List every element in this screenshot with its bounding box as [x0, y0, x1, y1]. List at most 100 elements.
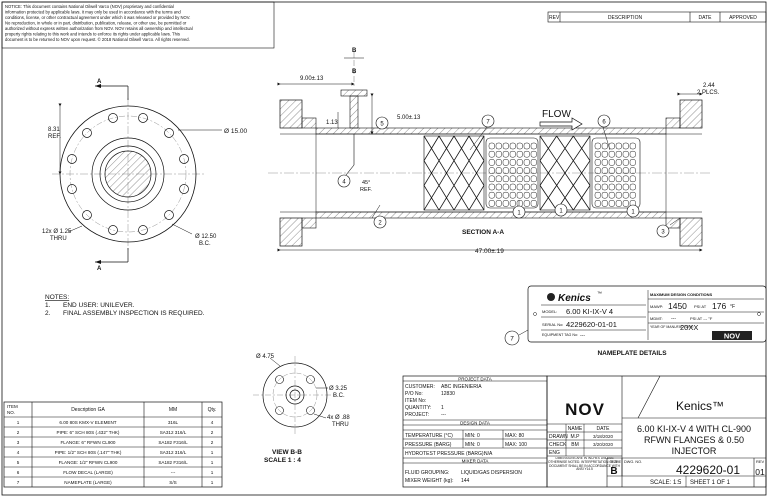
bolt-hole	[82, 128, 92, 138]
left-flange-bottom	[279, 217, 303, 247]
element-coil	[629, 167, 636, 174]
bc-note: B.C.	[199, 241, 211, 247]
note-text: END USER: UNILEVER.	[63, 302, 135, 309]
bom-cell-qty: 1	[211, 460, 214, 465]
element-coil	[509, 175, 516, 183]
bom-header-qty: Qty.	[208, 407, 217, 413]
notice-line: authorized without express written autho…	[5, 26, 193, 31]
pipe-wall-top	[315, 127, 667, 135]
nameplate: Kenics ™ MODEL: 6.00 KI-IX-V 4 SERIAL No…	[504, 285, 767, 357]
element-coil	[488, 150, 495, 158]
title-block: NOV Kenics™ NAME DATE DRAWN M.P 3/18/202…	[546, 375, 767, 488]
quantity-value: 1	[441, 405, 444, 411]
note-number: 2.	[45, 310, 51, 317]
bom-header-no: NO.	[7, 410, 15, 415]
customer-label: CUSTOMER:	[405, 384, 435, 390]
element-blade	[468, 160, 485, 186]
element-coil	[516, 167, 523, 174]
bom-cell-description: FLANGE: 1/2" RFWN CL900	[59, 460, 118, 465]
element-coil	[622, 191, 629, 199]
view-b-flange	[262, 362, 328, 428]
offset-dim: 9.00±.13	[300, 76, 324, 82]
element-coil	[495, 167, 502, 174]
balloon-number: 3	[661, 230, 665, 236]
pressure-min: MIN: 0	[465, 442, 480, 448]
check-date: 3/20/2020	[593, 442, 614, 447]
flange-width-note: 2 PLCS.	[697, 90, 720, 96]
element-blade	[556, 135, 574, 161]
date-header: DATE	[597, 426, 611, 432]
bom-cell-description: NAMEPLATE (LARGE)	[64, 480, 112, 485]
balloon	[597, 114, 611, 128]
bom-cell-item: 6	[17, 470, 20, 475]
element-coil	[615, 175, 622, 183]
tolerance-note: DIMENSIONS ARE IN INCHES UNLESS OTHERWIS…	[548, 457, 621, 472]
element-blade	[423, 160, 440, 186]
bom-cell-item: 1	[17, 420, 20, 425]
right-flange-top	[679, 99, 703, 129]
element-coil	[509, 183, 516, 191]
view-b-bore-dim: Ø 3.25	[329, 386, 348, 392]
element-coil	[601, 200, 608, 207]
element-coil	[488, 159, 495, 166]
element-coil	[495, 200, 502, 207]
injector-flange	[340, 89, 368, 97]
balloon-number: 7	[486, 120, 490, 126]
balloon	[504, 330, 520, 346]
bom-cell-material: SA312 316/L	[160, 450, 187, 455]
bom-cell-qty: 1	[211, 450, 214, 455]
element-coil	[629, 150, 636, 158]
hydrotest-value: N/A	[484, 451, 493, 457]
bolt-hole	[306, 406, 315, 415]
element-coil	[622, 142, 629, 150]
name-header: NAME	[568, 426, 583, 432]
element-coil	[594, 142, 601, 150]
nameplate-brand-mark: ™	[597, 291, 602, 297]
project-heading: PROJECT DATA	[458, 377, 492, 382]
element-coil	[502, 191, 509, 199]
eng-label: ENG	[549, 450, 560, 456]
element-coil	[615, 191, 622, 199]
element-coil	[615, 200, 622, 207]
element-coil	[488, 167, 495, 174]
bolt-hole	[108, 225, 118, 235]
element-blade	[453, 185, 470, 211]
balloon-number: 6	[602, 120, 606, 126]
drawn-name: M.P	[571, 434, 581, 440]
drawing-title-line1: 6.00 KI-IX-V 4 WITH CL-900	[637, 424, 751, 434]
element-coil	[516, 191, 523, 199]
element-coil	[502, 159, 509, 166]
pressure-label: PRESSURE (BARG)	[405, 442, 452, 448]
element-blade	[539, 160, 557, 186]
balloon	[554, 203, 568, 217]
element-blade	[423, 135, 440, 161]
element-coil	[509, 150, 516, 158]
element-coil	[502, 150, 509, 158]
equip-value: ---	[580, 333, 585, 339]
fluid-value: LIQUID/GAS DISPERSION	[461, 470, 522, 476]
element-coil	[530, 183, 537, 191]
element-coil	[601, 175, 608, 183]
mdmt-unit: PSI AT --- °F	[690, 316, 713, 321]
check-name: BM	[571, 442, 579, 448]
element-blade	[539, 185, 557, 211]
view-b-bore-note: B.C.	[333, 393, 345, 399]
element-coil	[495, 191, 502, 199]
project-value: ---	[441, 412, 446, 418]
element-coil	[622, 200, 629, 207]
year-value: 20XX	[680, 323, 698, 332]
element-coil	[594, 167, 601, 174]
drawing-title-line3: INJECTOR	[672, 446, 717, 456]
element-block	[485, 137, 539, 209]
element-coil	[530, 175, 537, 183]
element-coil	[509, 200, 516, 207]
bom-cell-qty: 1	[211, 480, 214, 485]
element-blade	[573, 185, 591, 211]
element-coil	[608, 200, 615, 207]
element-coil	[502, 183, 509, 191]
flange-width-dim: 2.44	[703, 83, 715, 89]
weight-value: 144	[461, 478, 470, 484]
element-coil	[516, 175, 523, 183]
right-flange-bottom	[679, 217, 703, 247]
bom-cell-qty: 1	[211, 470, 214, 475]
